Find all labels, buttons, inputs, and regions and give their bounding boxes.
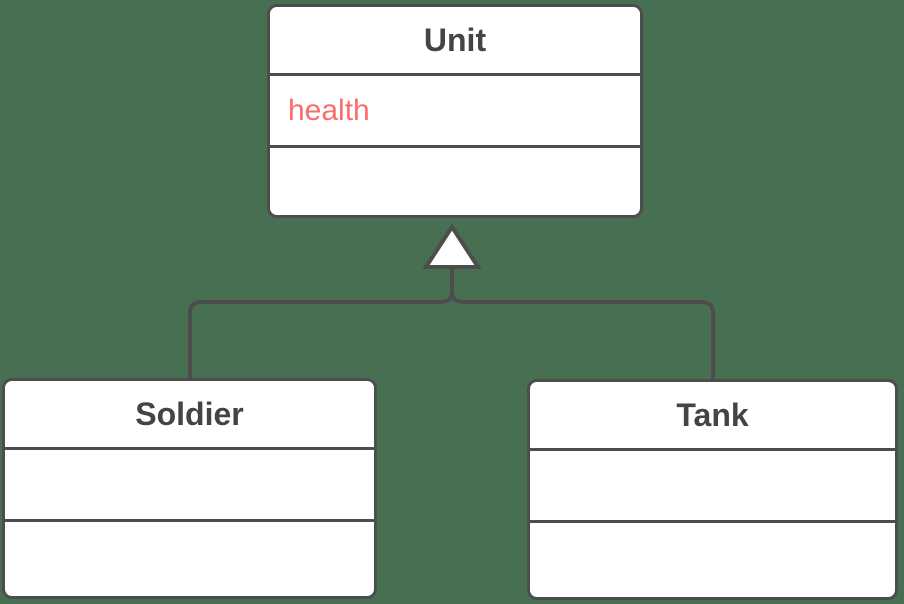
class-methods-soldier[interactable]: [5, 522, 374, 596]
class-methods-unit[interactable]: [270, 148, 640, 215]
class-box-unit[interactable]: Unit health: [267, 4, 643, 218]
class-attributes-soldier[interactable]: [5, 447, 374, 522]
class-attributes-unit[interactable]: health: [270, 73, 640, 148]
attribute-health: health: [288, 93, 370, 127]
inheritance-connector-tank-to-unit[interactable]: [450, 268, 715, 379]
inheritance-triangle-arrow-icon: [422, 223, 482, 269]
class-name-tank: Tank: [676, 396, 749, 433]
class-attributes-tank[interactable]: [530, 448, 895, 523]
class-methods-tank[interactable]: [530, 523, 895, 597]
inheritance-connector-soldier-to-unit[interactable]: [188, 268, 454, 378]
class-box-tank[interactable]: Tank: [527, 379, 898, 600]
class-box-soldier[interactable]: Soldier: [2, 378, 377, 599]
class-name-unit: Unit: [423, 21, 487, 58]
class-name-soldier: Soldier: [135, 395, 244, 432]
